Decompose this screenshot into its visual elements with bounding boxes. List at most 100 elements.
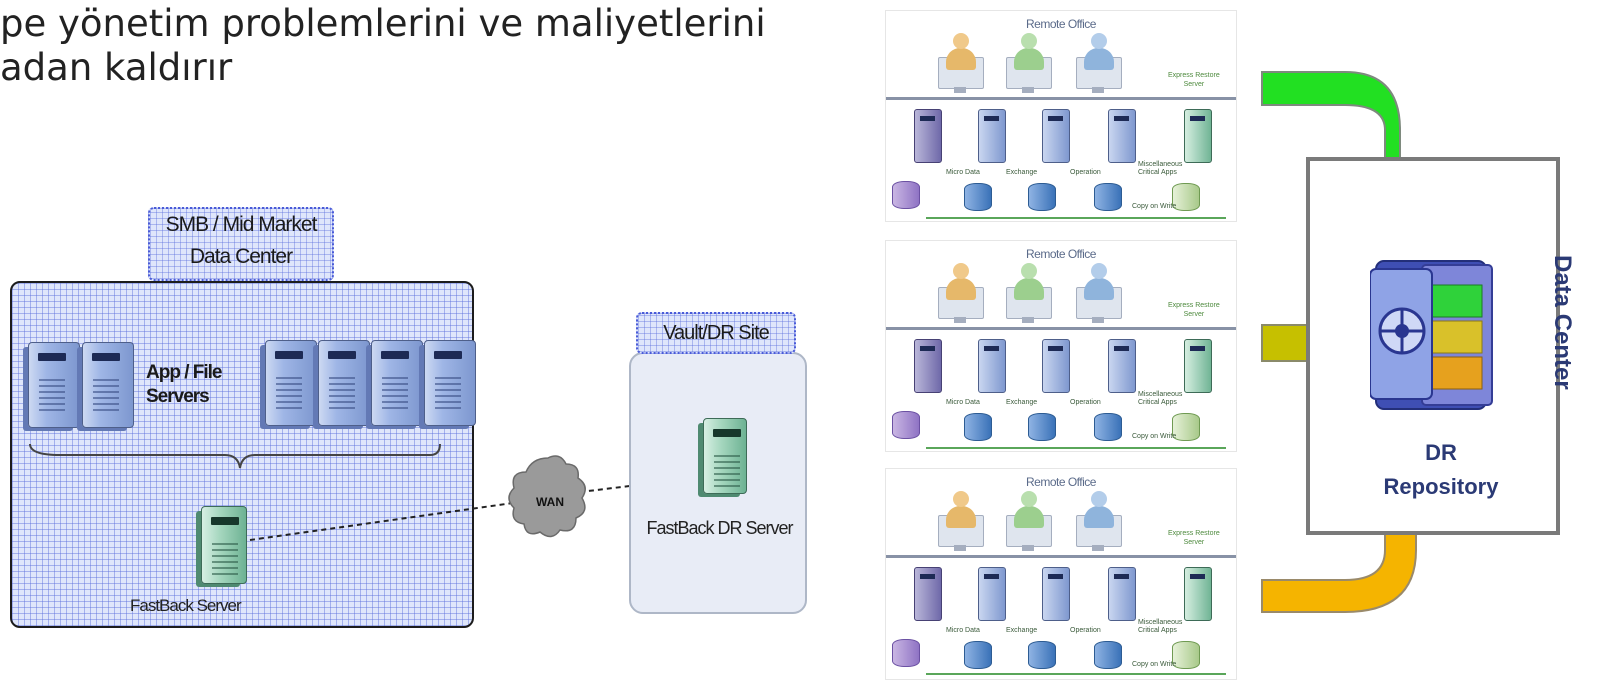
dr-data-center-label: Data Center bbox=[1549, 255, 1576, 390]
storage-disk-icon bbox=[892, 411, 920, 439]
server-icon bbox=[1108, 339, 1136, 393]
remote-office-title: Remote Office bbox=[1026, 17, 1096, 31]
office-note: Exchange bbox=[1006, 627, 1038, 634]
server-group-brace bbox=[29, 443, 441, 469]
server-icon bbox=[978, 339, 1006, 393]
office-note: Critical Apps bbox=[1138, 169, 1177, 176]
storage-disk-icon bbox=[1028, 641, 1056, 669]
office-note: Micro Data bbox=[946, 169, 980, 176]
storage-disk-icon bbox=[1094, 183, 1122, 211]
office-note: Copy on Write bbox=[1132, 661, 1177, 668]
storage-bus bbox=[926, 673, 1226, 675]
wan-label: WAN bbox=[536, 495, 564, 509]
express-restore-tag-line-2: Server bbox=[1183, 311, 1205, 318]
storage-disk-icon bbox=[1028, 183, 1056, 211]
fastback-to-wan-link bbox=[249, 501, 521, 541]
headline-line-2: adan kaldırır bbox=[0, 46, 233, 89]
storage-disk-icon bbox=[1028, 413, 1056, 441]
office-note: Miscellaneous bbox=[1138, 619, 1183, 626]
server-icon bbox=[1042, 567, 1070, 621]
user-workstation-icon bbox=[1006, 263, 1052, 325]
user-workstation-icon bbox=[938, 33, 984, 95]
storage-bus bbox=[926, 217, 1226, 219]
server-icon bbox=[1108, 109, 1136, 163]
office-note: Critical Apps bbox=[1138, 627, 1177, 634]
dr-repository-line-2: Repository bbox=[1383, 474, 1499, 499]
file-server-icon bbox=[318, 340, 370, 426]
express-restore-tag-line-1: Express Restore bbox=[1168, 302, 1220, 309]
smb-label-line-2: Data Center bbox=[189, 245, 293, 268]
fastback-server-icon bbox=[201, 506, 247, 584]
express-restore-tag-line-2: Server bbox=[1183, 539, 1205, 546]
express-restore-tag-line-1: Express Restore bbox=[1168, 72, 1220, 79]
file-server-icon bbox=[424, 340, 476, 426]
storage-disk-icon bbox=[1172, 413, 1200, 441]
app-server-icon bbox=[28, 342, 80, 428]
user-workstation-icon bbox=[1006, 491, 1052, 553]
user-workstation-icon bbox=[938, 263, 984, 325]
user-workstation-icon bbox=[938, 491, 984, 553]
server-icon bbox=[1108, 567, 1136, 621]
dr-repository-line-1: DR bbox=[1425, 440, 1457, 465]
storage-disk-icon bbox=[1094, 641, 1122, 669]
office-note: Miscellaneous bbox=[1138, 391, 1183, 398]
office-note: Operation bbox=[1070, 169, 1101, 176]
express-restore-server-icon bbox=[1184, 109, 1212, 163]
rack-server-icon bbox=[914, 567, 942, 621]
network-bus bbox=[886, 555, 1236, 558]
vault-safe-icon bbox=[1370, 260, 1493, 410]
office-note: Exchange bbox=[1006, 169, 1038, 176]
slide-headline: pe yönetim problemlerini ve maliyetlerin… bbox=[0, 2, 766, 90]
network-bus bbox=[886, 97, 1236, 100]
user-workstation-icon bbox=[1076, 263, 1122, 325]
express-restore-tag-line-2: Server bbox=[1183, 81, 1205, 88]
storage-disk-icon bbox=[964, 183, 992, 211]
office-note: Micro Data bbox=[946, 627, 980, 634]
remote-office-title: Remote Office bbox=[1026, 475, 1096, 489]
server-icon bbox=[978, 109, 1006, 163]
storage-bus bbox=[926, 447, 1226, 449]
storage-disk-icon bbox=[1172, 641, 1200, 669]
app-server-icon bbox=[82, 342, 134, 428]
storage-disk-icon bbox=[964, 413, 992, 441]
user-workstation-icon bbox=[1076, 491, 1122, 553]
network-bus bbox=[886, 327, 1236, 330]
file-server-icon bbox=[265, 340, 317, 426]
server-icon bbox=[1042, 109, 1070, 163]
storage-disk-icon bbox=[1172, 183, 1200, 211]
rack-server-icon bbox=[914, 339, 942, 393]
storage-disk-icon bbox=[892, 181, 920, 209]
office-note: Copy on Write bbox=[1132, 433, 1177, 440]
office-note: Exchange bbox=[1006, 399, 1038, 406]
server-icon bbox=[978, 567, 1006, 621]
file-server-icon bbox=[371, 340, 423, 426]
rack-server-icon bbox=[914, 109, 942, 163]
office-note: Micro Data bbox=[946, 399, 980, 406]
storage-disk-icon bbox=[964, 641, 992, 669]
server-icon bbox=[1042, 339, 1070, 393]
office-note: Miscellaneous bbox=[1138, 161, 1183, 168]
app-label-line-1: App / File bbox=[146, 362, 222, 383]
smb-data-center-label: SMB / Mid Market Data Center bbox=[148, 207, 334, 281]
office-note: Critical Apps bbox=[1138, 399, 1177, 406]
app-label-line-2: Servers bbox=[146, 386, 210, 407]
dr-repository-label: DR Repository bbox=[1366, 436, 1516, 504]
storage-disk-icon bbox=[1094, 413, 1122, 441]
office-note: Copy on Write bbox=[1132, 203, 1177, 210]
storage-disk-icon bbox=[892, 639, 920, 667]
smb-label-line-1: SMB / Mid Market bbox=[165, 213, 318, 236]
express-restore-server-icon bbox=[1184, 339, 1212, 393]
vault-dr-site-label: Vault/DR Site bbox=[636, 312, 796, 354]
wan-cloud-icon bbox=[508, 455, 586, 538]
express-restore-tag-line-1: Express Restore bbox=[1168, 530, 1220, 537]
app-file-servers-label: App / File Servers bbox=[146, 361, 222, 409]
office-note: Operation bbox=[1070, 627, 1101, 634]
fastback-server-label: FastBack Server bbox=[130, 596, 242, 615]
fastback-dr-server-label: FastBack DR Server bbox=[646, 518, 793, 538]
